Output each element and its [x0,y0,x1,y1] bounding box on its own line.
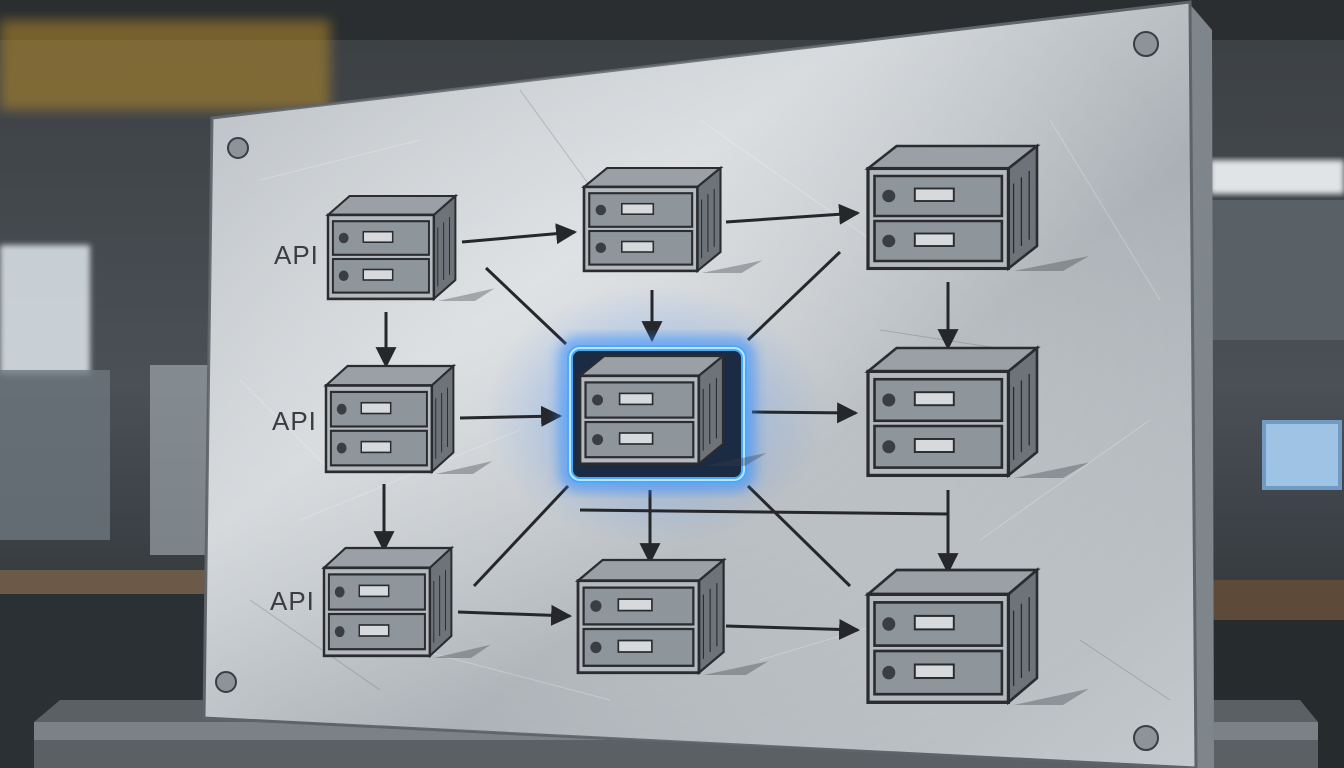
bolt-icon [215,31,1159,751]
api-label-top: API [274,240,319,270]
api-label-middle: API [272,406,317,436]
server-central-highlighted [559,337,769,491]
api-label-bottom: API [270,586,315,616]
flow-arrows [373,203,959,640]
